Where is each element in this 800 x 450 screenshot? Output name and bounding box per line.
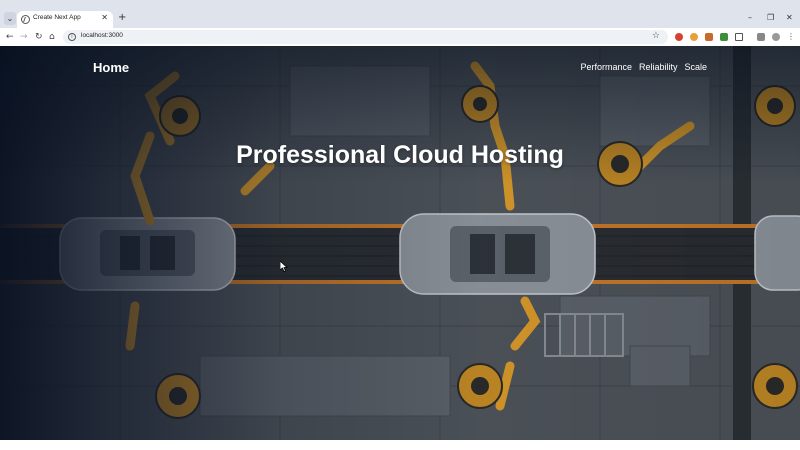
browser-toolbar: ← → ↻ ⌂ i localhost:3000 ☆ ⋮ <box>0 28 800 46</box>
address-bar[interactable]: i localhost:3000 ☆ <box>63 30 668 44</box>
site-navbar: Home Performance Reliability Scale <box>0 46 800 90</box>
forward-icon[interactable]: → <box>20 32 28 42</box>
ext-green-icon[interactable] <box>720 33 728 41</box>
back-icon[interactable]: ← <box>6 32 14 42</box>
top-overlay <box>0 46 800 440</box>
new-tab-button[interactable]: + <box>118 12 127 23</box>
bottom-bar <box>0 440 800 450</box>
page-viewport: Home Performance Reliability Scale Profe… <box>0 46 800 440</box>
restore-button[interactable]: ❐ <box>767 13 775 22</box>
hero-title: Professional Cloud Hosting <box>236 140 564 169</box>
nav-link-reliability[interactable]: Reliability <box>638 62 678 72</box>
mouse-cursor-icon <box>280 261 288 272</box>
browser-chrome: ⌄ Create Next App ✕ + – ❐ ✕ ← → ↻ ⌂ i lo… <box>0 0 800 46</box>
tab-title: Create Next App <box>33 14 81 21</box>
ext-red-icon[interactable] <box>675 33 683 41</box>
tab-strip: ⌄ Create Next App ✕ + – ❐ ✕ <box>0 10 800 28</box>
more-menu-icon[interactable]: ⋮ <box>787 32 795 41</box>
minimize-button[interactable]: – <box>748 13 752 22</box>
home-link[interactable]: Home <box>93 60 130 75</box>
home-icon[interactable]: ⌂ <box>49 32 55 42</box>
nav-links: Performance Reliability Scale <box>580 62 707 72</box>
nav-link-scale[interactable]: Scale <box>684 62 707 72</box>
tab-close-button[interactable]: ✕ <box>101 13 108 22</box>
window-close-button[interactable]: ✕ <box>786 13 793 22</box>
nextjs-favicon-icon <box>21 15 30 24</box>
url-text[interactable]: localhost:3000 <box>81 32 123 39</box>
media-icon[interactable] <box>757 33 765 41</box>
ext-orange-icon[interactable] <box>690 33 698 41</box>
puzzle-icon[interactable] <box>735 33 743 41</box>
ext-fox-icon[interactable] <box>705 33 713 41</box>
bookmark-star-icon[interactable]: ☆ <box>651 31 660 41</box>
nav-link-performance[interactable]: Performance <box>580 62 632 72</box>
tab-search-button[interactable]: ⌄ <box>4 12 16 25</box>
profile-icon[interactable] <box>772 33 780 41</box>
browser-tab[interactable]: Create Next App ✕ <box>17 11 113 28</box>
reload-icon[interactable]: ↻ <box>35 32 43 42</box>
site-info-icon[interactable]: i <box>68 33 76 41</box>
